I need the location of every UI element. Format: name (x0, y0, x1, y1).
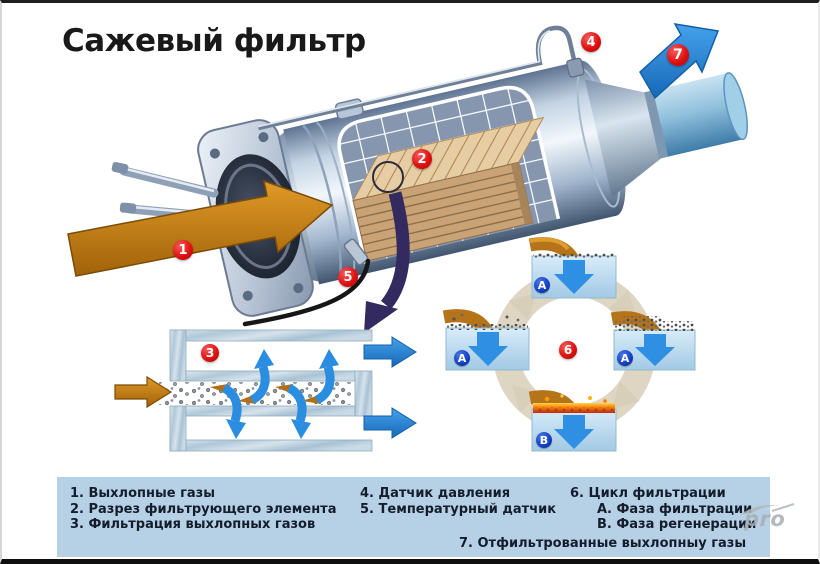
phase-a-left: А (454, 350, 470, 366)
watermark: pro (702, 499, 812, 539)
phase-b-bottom: В (536, 432, 552, 448)
dirty-gas-arrow (114, 375, 173, 409)
legend-panel: 1. Выхлопные газы 2. Разрез фильтрующего… (57, 477, 770, 557)
clean-gas-arrow-top (363, 336, 417, 368)
callout-7: 7 (667, 44, 689, 66)
phase-a-right: А (617, 350, 633, 366)
watermark-swoosh-icon (740, 503, 795, 515)
cycle-station-left (442, 309, 530, 371)
legend-item-1: 1. Выхлопные газы (70, 486, 215, 501)
outlet-pipe (644, 72, 744, 159)
legend-item-6: 6. Цикл фильтрации (570, 486, 726, 501)
outlet-cone (584, 79, 662, 198)
legend-item-4: 4. Датчик давления (360, 486, 511, 501)
legend-item-2: 2. Разрез фильтрующего элемента (70, 501, 337, 517)
temperature-sensor (242, 238, 371, 327)
legend-item-phase-b: В. Фаза регенерации (597, 517, 757, 532)
wall-pass-arrows (210, 349, 339, 439)
detail-link-arrow (364, 161, 410, 333)
legend-column-1: 1. Выхлопные газы 2. Разрез фильтрующего… (70, 486, 336, 533)
callout-3: 3 (201, 344, 219, 362)
callout-2: 2 (412, 149, 432, 169)
page-title: Сажевый фильтр (62, 23, 366, 59)
phase-a-top: А (534, 277, 550, 293)
callout-5: 5 (338, 267, 358, 287)
legend-item-5: 5. Температурный датчик (360, 501, 557, 517)
clean-gas-arrow-bottom (363, 407, 417, 439)
legend-item-3: 3. Фильтрация выхлопных газов (70, 517, 316, 532)
callout-4: 4 (581, 32, 601, 52)
filter-illustration (67, 23, 748, 452)
watermark-text: pro (744, 507, 786, 531)
inlet-arrow (67, 179, 334, 277)
legend-column-3: 6. Цикл фильтрации А. Фаза фильтрации В.… (570, 486, 756, 533)
legend-item-phase-a: А. Фаза фильтрации (597, 501, 753, 517)
callout-6: 6 (559, 341, 577, 359)
filtration-diagram (114, 329, 417, 452)
legend-column-2: 4. Датчик давления 5. Температурный датч… (360, 486, 556, 517)
legend-item-7: 7. Отфильтрованные выхлопныу газы (459, 536, 747, 551)
pressure-line (257, 25, 585, 131)
callout-1: 1 (173, 240, 193, 260)
